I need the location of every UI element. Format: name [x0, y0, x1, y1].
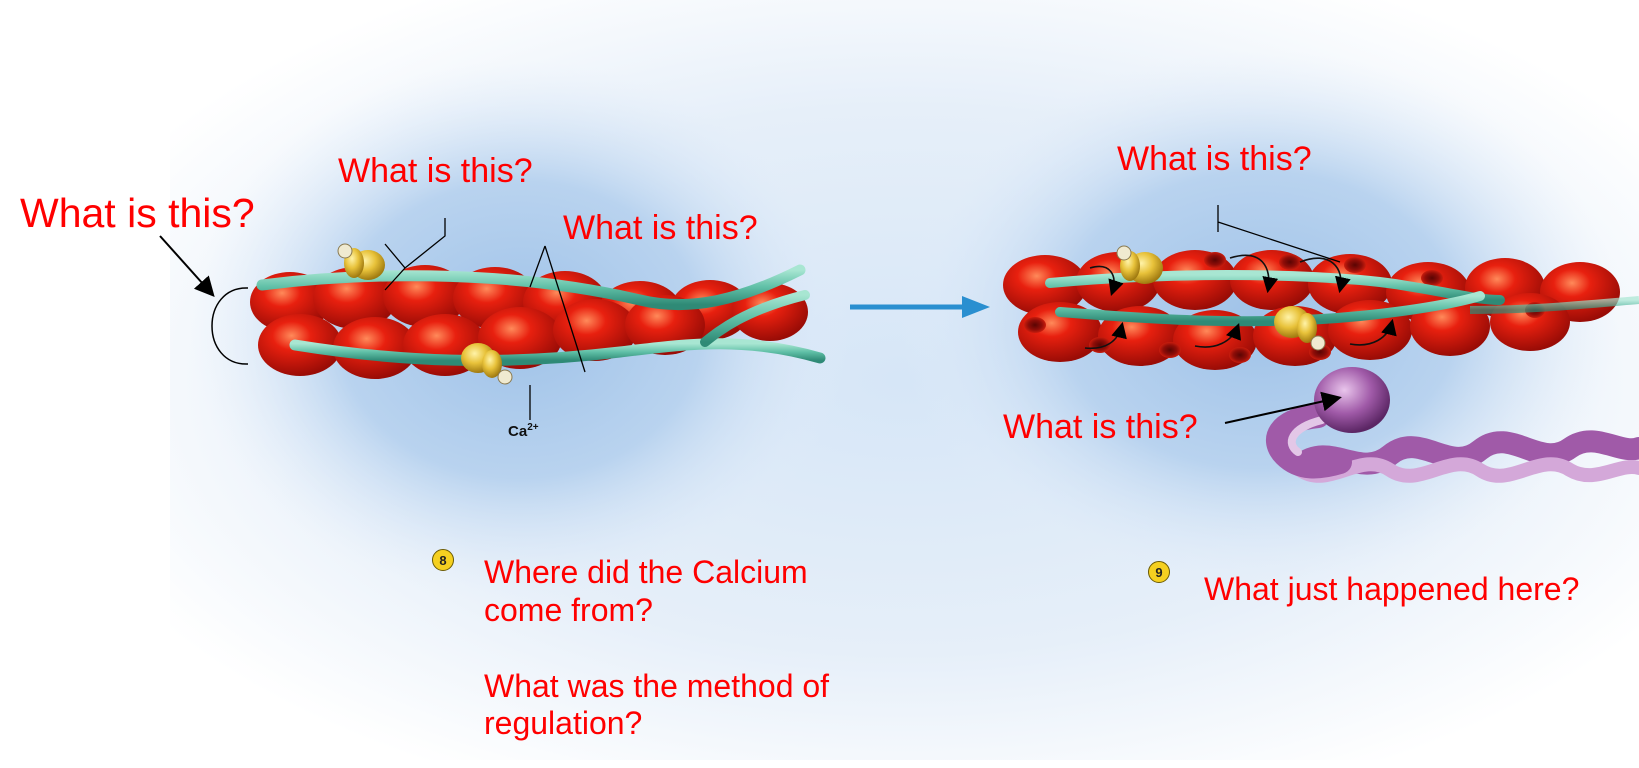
ion-symbol: Ca — [508, 423, 527, 440]
step-badge-9: 9 — [1148, 561, 1170, 583]
step-8-line-2: come from? — [484, 592, 829, 630]
label-tropomyosin: What is this? — [563, 209, 758, 248]
label-myosin-head: What is this? — [1003, 408, 1198, 447]
ion-charge: 2+ — [527, 422, 538, 433]
label-thin-filament-end: What is this? — [20, 190, 255, 237]
step-8-line-4: regulation? — [484, 705, 829, 743]
step-8-questions: Where did the Calcium come from? What wa… — [484, 554, 829, 743]
step-8-line-3: What was the method of — [484, 668, 829, 706]
step-8-line-spacer — [484, 630, 829, 668]
step-9-question: What just happened here? — [1204, 571, 1579, 609]
step-8-line-1: Where did the Calcium — [484, 554, 829, 592]
calcium-ion-label: Ca2+ — [508, 422, 539, 440]
step-badge-8: 8 — [432, 549, 454, 571]
step-9-line-1: What just happened here? — [1204, 571, 1579, 609]
label-troponin: What is this? — [338, 152, 533, 191]
label-binding-sites: What is this? — [1117, 140, 1312, 179]
